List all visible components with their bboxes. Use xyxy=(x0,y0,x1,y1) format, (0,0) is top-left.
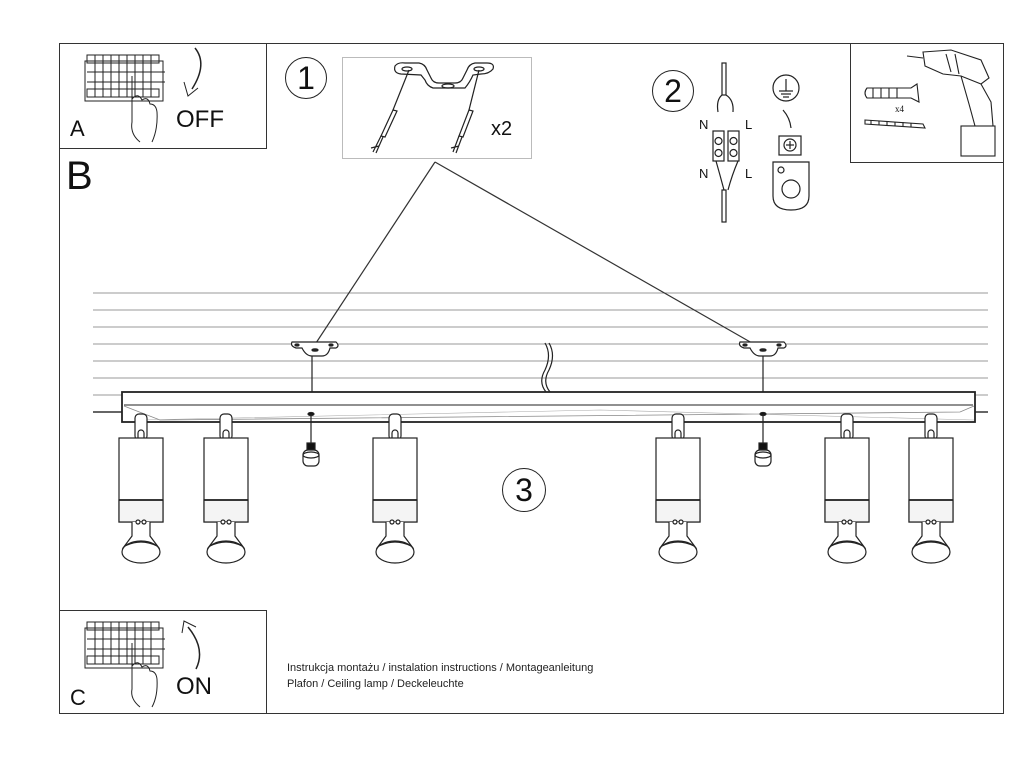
step-1-number: 1 xyxy=(285,57,327,99)
step-1-bracket-panel: x2 xyxy=(342,57,532,159)
caption-line-1: Instrukcja montażu / instalation instruc… xyxy=(287,662,594,674)
instruction-sheet-frame xyxy=(59,43,1004,714)
panel-c-letter: C xyxy=(70,685,86,710)
caption-line-2: Plafon / Ceiling lamp / Deckeleuchte xyxy=(287,678,464,690)
wire-label-l-top: L xyxy=(745,117,753,132)
fixings-quantity: x4 xyxy=(895,104,904,114)
step-2-number: 2 xyxy=(652,70,694,112)
panel-a-off-label: OFF xyxy=(176,106,224,133)
drill-icon xyxy=(906,49,996,157)
panel-a-letter: A xyxy=(70,116,85,141)
step-3-number: 3 xyxy=(502,468,546,512)
screw-icon xyxy=(864,119,926,129)
wire-label-l-bottom: L xyxy=(745,166,753,181)
tools-panel: x4 xyxy=(850,43,1004,163)
panel-c-power-on: C ON xyxy=(59,610,267,714)
circuit-breaker-on-icon xyxy=(84,620,201,708)
wire-label-n-bottom: N xyxy=(699,166,709,181)
circuit-breaker-off-icon xyxy=(84,47,202,143)
step-1-quantity: x2 xyxy=(491,118,513,140)
panel-a-power-off: A OFF xyxy=(59,43,267,149)
wall-plug-icon xyxy=(864,83,920,103)
document-caption: Instrukcja montażu / instalation instruc… xyxy=(287,660,593,692)
mounting-bracket-icon xyxy=(370,62,494,154)
drill-and-fixings-icon xyxy=(864,49,996,157)
wire-label-n-top: N xyxy=(699,117,709,132)
panel-c-on-label: ON xyxy=(176,673,212,700)
panel-b-letter: B xyxy=(66,154,93,198)
